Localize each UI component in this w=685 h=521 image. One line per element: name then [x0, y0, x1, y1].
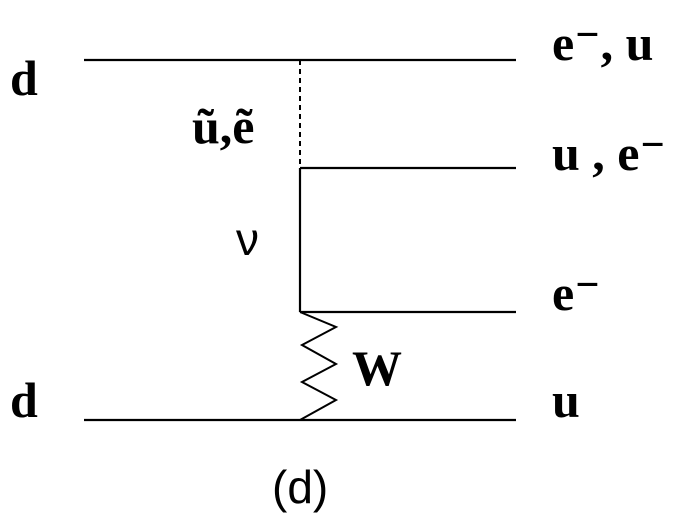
w-boson-label: W — [352, 340, 402, 396]
w-boson-propagator — [299, 311, 339, 421]
neutrino-label: ν — [236, 213, 259, 265]
diagram-caption: (d) — [272, 461, 328, 513]
incoming-bottom-label: d — [10, 372, 38, 428]
exchange-upper-label: ũ,ẽ — [192, 98, 255, 154]
incoming-top-label: d — [10, 50, 38, 106]
outgoing-label-1: e⁻, u — [552, 15, 653, 71]
outgoing-label-4: u — [552, 372, 580, 428]
outgoing-label-2: u , e⁻ — [552, 125, 666, 181]
outgoing-label-3: e⁻ — [552, 265, 601, 321]
